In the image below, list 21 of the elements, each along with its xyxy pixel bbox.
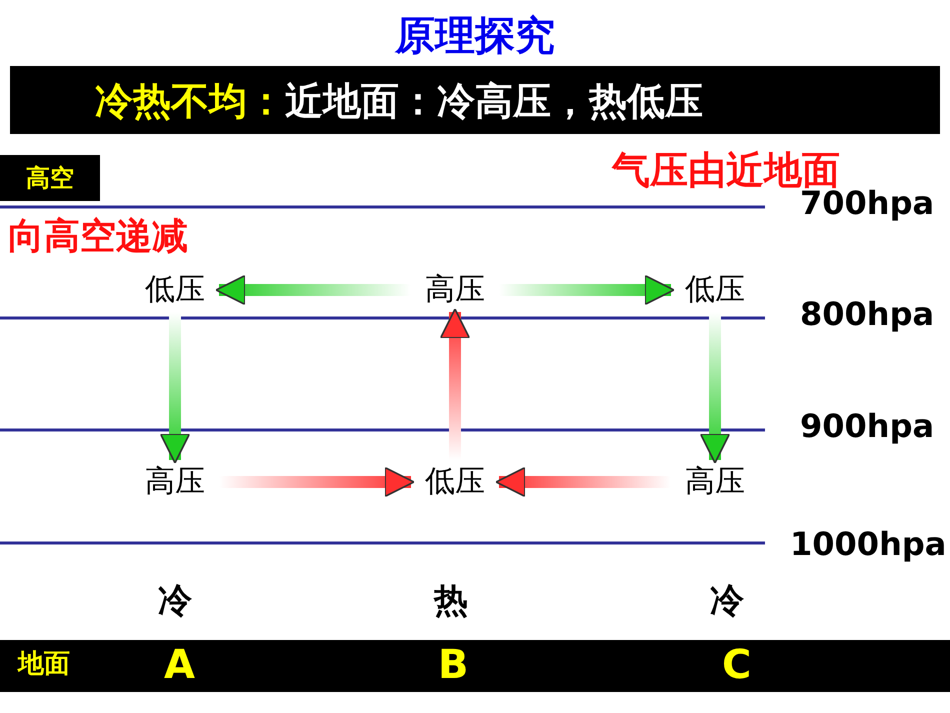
location-letter: A	[164, 642, 195, 688]
temperature-label: 冷	[710, 580, 744, 623]
pressure-label: 低压	[675, 272, 755, 308]
pressure-label: 高压	[675, 464, 755, 500]
pressure-value: 900hpa	[800, 407, 934, 445]
banner-text: 冷热不均：	[95, 78, 285, 125]
location-letter: C	[722, 642, 752, 688]
banner-text: 近地面：冷高压，热低压	[285, 78, 703, 125]
temperature-label: 热	[434, 580, 468, 623]
pressure-label: 高压	[415, 272, 495, 308]
pressure-label: 低压	[135, 272, 215, 308]
pressure-label: 低压	[415, 464, 495, 500]
title: 原理探究	[394, 12, 556, 61]
ground-tag: 地面	[18, 646, 70, 681]
temperature-label: 冷	[158, 580, 192, 623]
pressure-label: 高压	[135, 464, 215, 500]
note-text: 向高空递减	[8, 215, 188, 259]
pressure-value: 1000hpa	[790, 525, 946, 563]
location-letter: B	[438, 642, 468, 688]
altitude-tag: 高空	[0, 155, 100, 201]
pressure-value: 800hpa	[800, 295, 934, 333]
